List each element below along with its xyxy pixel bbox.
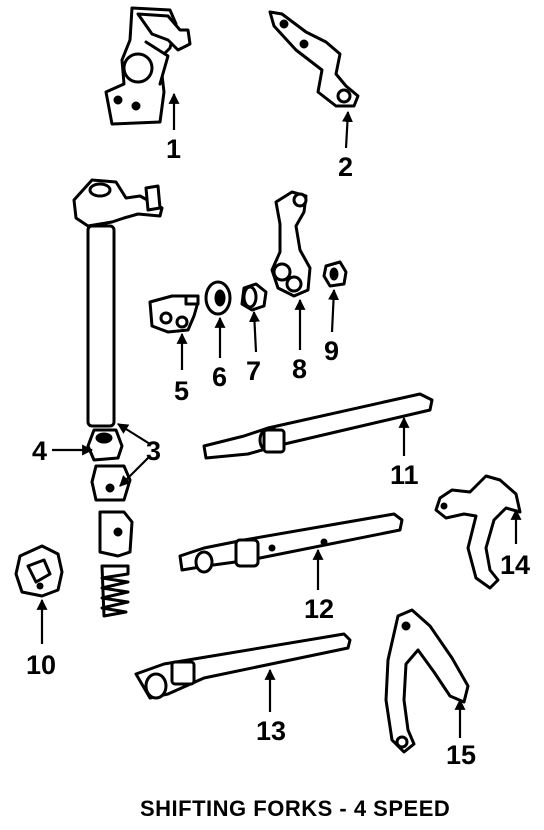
callout-10: 10	[26, 650, 56, 680]
part-10-block	[14, 544, 64, 598]
part-9-small-bushing	[322, 260, 348, 288]
leader-9	[328, 288, 340, 333]
callout-8: 8	[292, 354, 307, 384]
callout-6: 6	[212, 362, 227, 392]
part-14-shift-fork	[434, 474, 522, 590]
callout-3: 3	[146, 436, 161, 466]
callout-14: 14	[500, 550, 530, 580]
leader-lines	[36, 92, 522, 738]
part-12-shift-rail	[178, 512, 404, 574]
part-5-clip	[148, 294, 200, 334]
leader-2	[341, 110, 353, 149]
part-11-shift-rail	[202, 392, 434, 460]
part-2-selector-arm	[268, 10, 360, 108]
part-1-lever-bracket	[104, 6, 192, 126]
callout-9: 9	[324, 336, 339, 366]
callout-11: 11	[390, 460, 419, 490]
part-7-sleeve	[240, 282, 268, 312]
callout-15: 15	[446, 740, 476, 770]
leader-3a	[117, 423, 151, 445]
callout-5: 5	[174, 376, 189, 406]
leader-3b	[119, 455, 151, 487]
leader-7	[249, 310, 260, 353]
part-8-interlock-arm	[270, 190, 312, 298]
callout-4: 4	[32, 436, 47, 466]
callout-13: 13	[256, 716, 286, 746]
callout-1: 1	[166, 134, 181, 164]
callout-12: 12	[304, 594, 334, 624]
part-6-bushing	[204, 280, 232, 316]
part-15-shift-fork	[384, 608, 470, 754]
part-13-shift-rail	[134, 632, 352, 700]
diagram-caption: SHIFTING FORKS - 4 SPEED	[140, 796, 450, 821]
callout-2: 2	[338, 152, 353, 182]
callout-7: 7	[246, 356, 261, 386]
callout-numbers: 1 2 3 4 5 6 7 8 9 10 11 12 13 14 15	[26, 134, 530, 770]
part-3-shift-shaft	[72, 178, 164, 618]
